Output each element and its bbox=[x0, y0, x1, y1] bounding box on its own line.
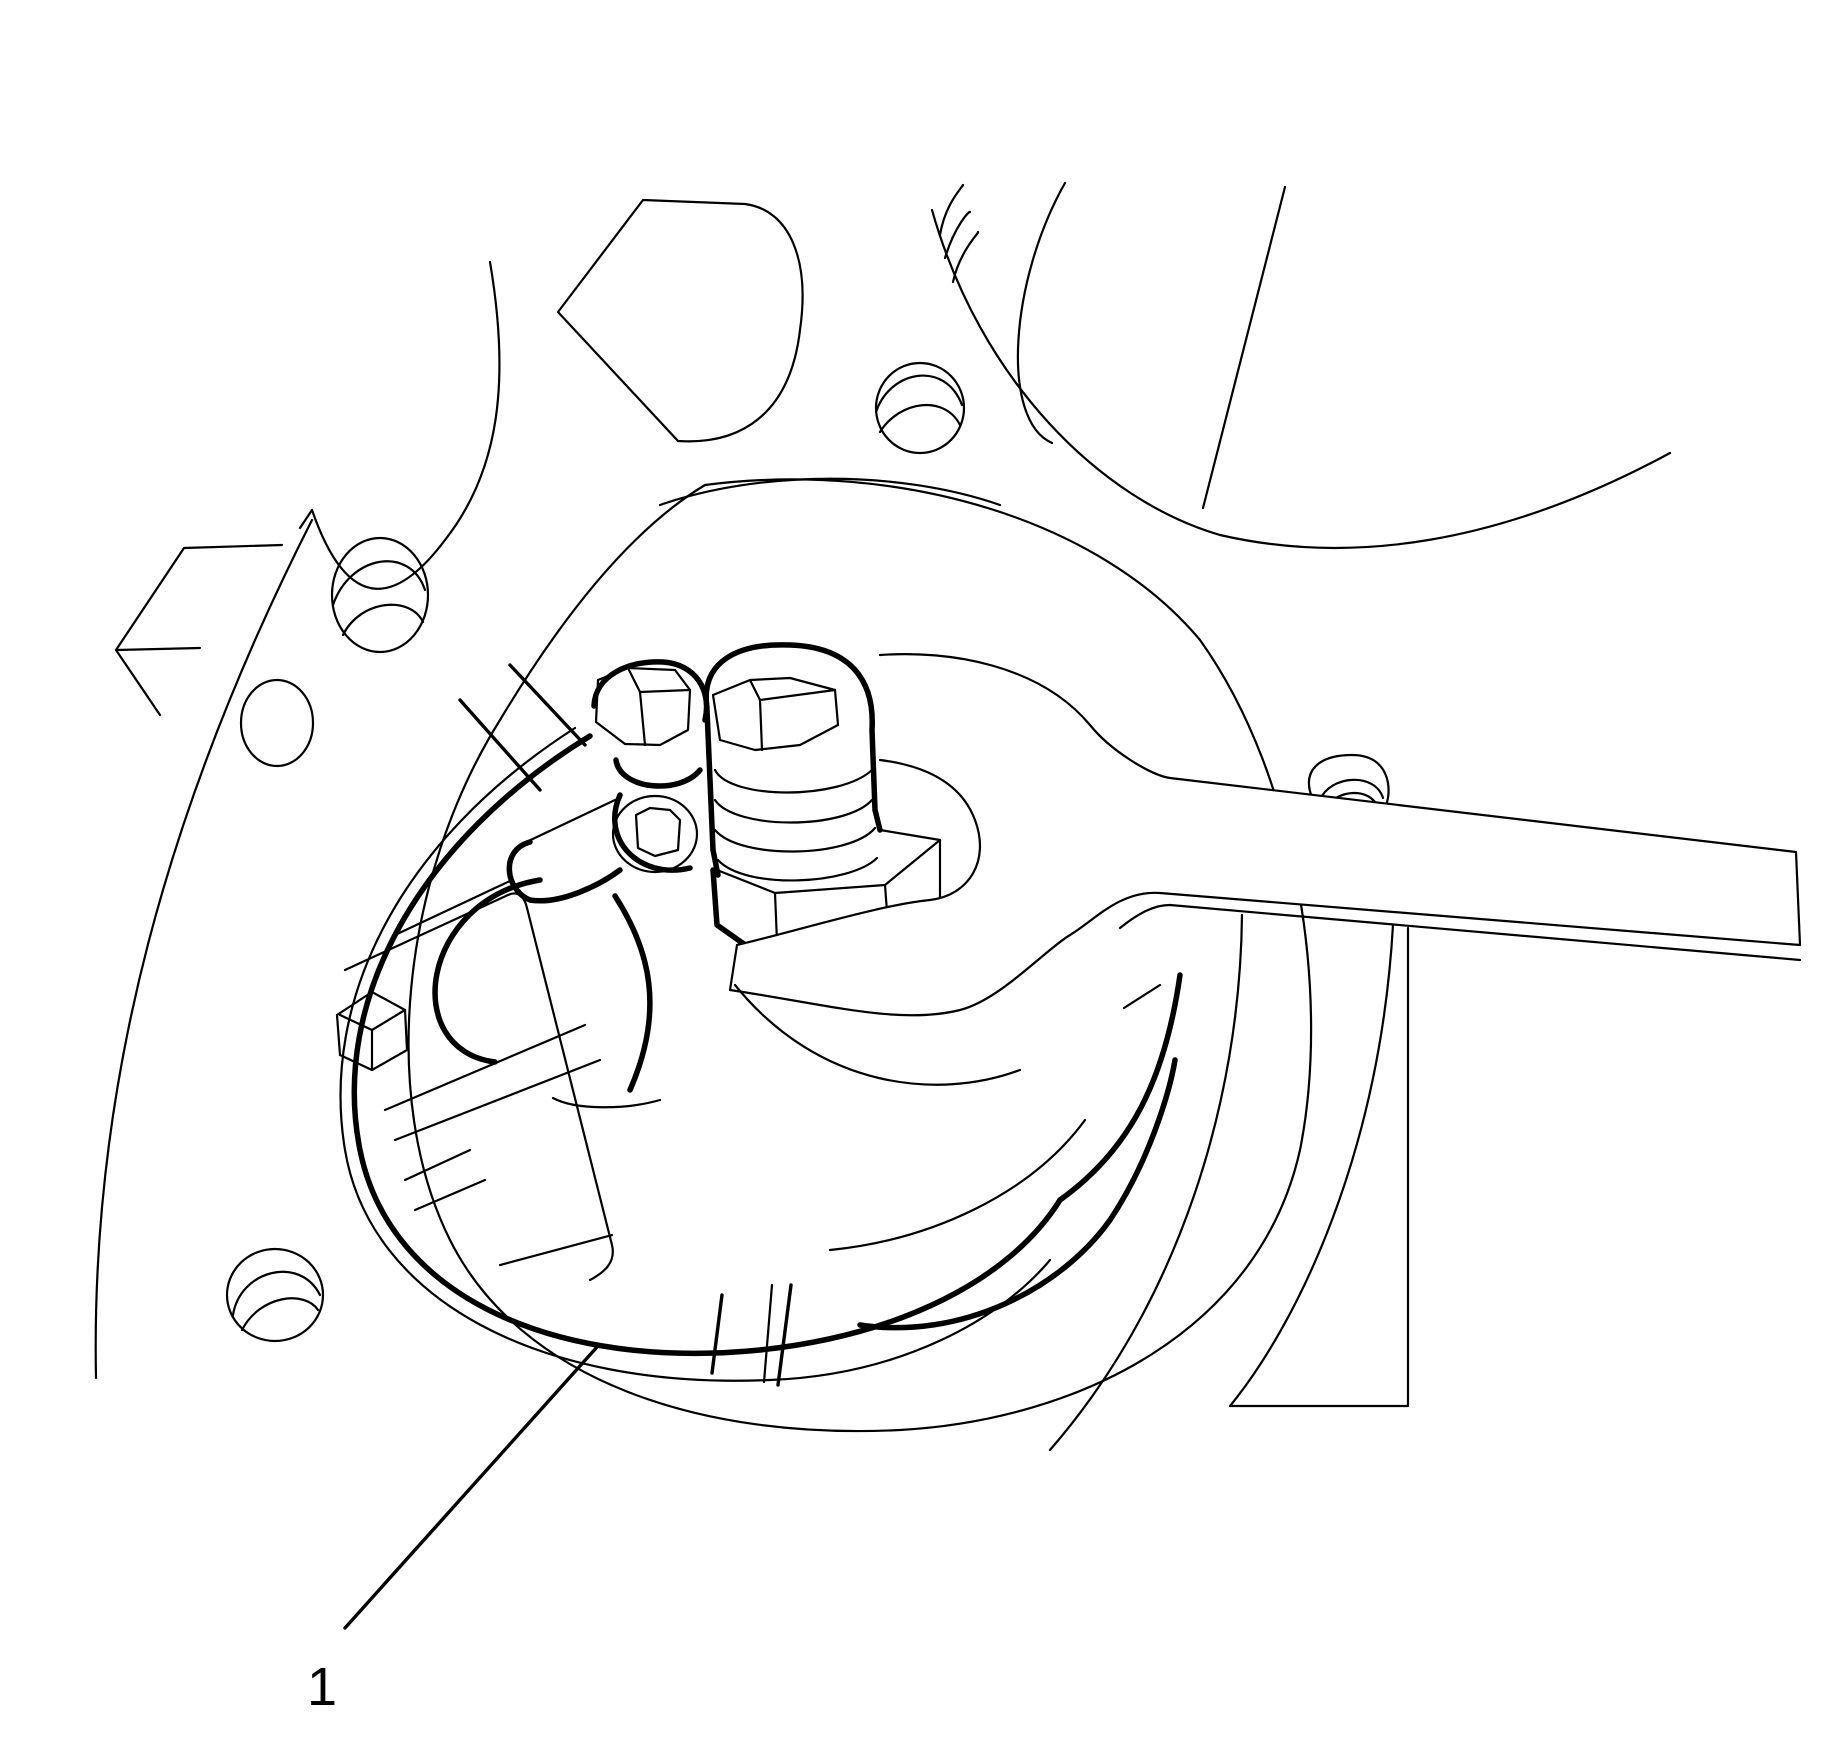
lower-right-housing bbox=[1048, 913, 1410, 1452]
hub-outer-ring bbox=[407, 477, 1313, 1433]
large-threaded-bolt bbox=[703, 642, 883, 882]
engine-flange-outline bbox=[94, 198, 804, 1380]
oval-window bbox=[432, 877, 662, 1109]
small-bolt bbox=[591, 659, 710, 873]
callout-1-leader bbox=[343, 1345, 599, 1630]
plain-hole-left bbox=[239, 678, 315, 768]
holding-tool-disc bbox=[335, 663, 1063, 1382]
open-end-wrench bbox=[728, 653, 1802, 1086]
slotted-hole bbox=[506, 798, 623, 904]
callout-label-1: 1 bbox=[307, 1657, 338, 1717]
upper-right-housing bbox=[930, 181, 1672, 550]
bolt-hole-top-center bbox=[874, 361, 966, 455]
washer-small-nut bbox=[611, 794, 699, 874]
bolt-hole-lower-left bbox=[225, 1247, 325, 1343]
lower-bands bbox=[710, 972, 1183, 1387]
bolt-hole-upper-left bbox=[330, 536, 430, 654]
